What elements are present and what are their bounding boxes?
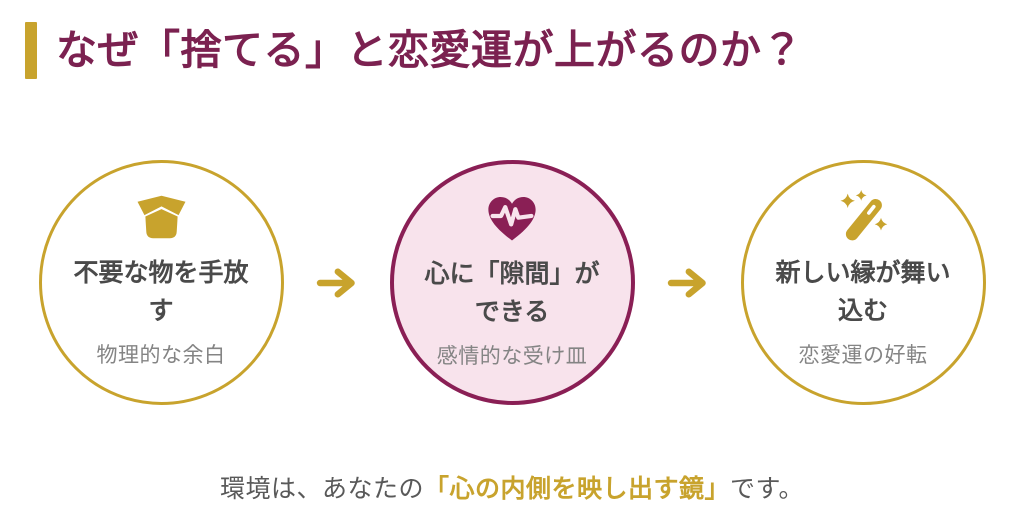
step-label: 心に「隙間」が できる <box>424 260 600 326</box>
header: なぜ「捨てる」と恋愛運が上がるのか？ <box>0 0 1024 79</box>
page-title: なぜ「捨てる」と恋愛運が上がるのか？ <box>56 26 803 73</box>
arrow-right-icon <box>315 266 359 300</box>
caption-prefix: 環境は、あなたの <box>219 475 424 503</box>
caption-highlight: 「心の内側を映し出す鏡」 <box>423 475 730 503</box>
caption: 環境は、あなたの「心の内側を映し出す鏡」です。 <box>0 469 1024 505</box>
step-circle-new-ties: 新しい縁が舞い 込む 恋愛運の好転 <box>740 160 986 405</box>
step-circle-release-items: 不要な物を手放 す 物理的な余白 <box>38 160 284 405</box>
step-sublabel: 感情的な受け皿 <box>436 345 588 368</box>
magic-wand-sparkles-icon <box>836 190 890 243</box>
step-sublabel: 恋愛運の好転 <box>798 344 928 367</box>
step-circle-heart-space: 心に「隙間」が できる 感情的な受け皿 <box>389 160 635 405</box>
box-open-icon <box>132 191 191 243</box>
step-label: 新しい縁が舞い 込む <box>775 259 951 325</box>
heart-pulse-icon <box>485 192 539 244</box>
title-accent-bar <box>25 22 37 79</box>
arrow-right-icon <box>666 266 710 300</box>
process-flow: 不要な物を手放 す 物理的な余白 心に「隙間」が できる 感情的な受け皿 <box>0 160 1024 405</box>
step-label: 不要な物を手放 す <box>73 259 249 325</box>
step-sublabel: 物理的な余白 <box>96 344 226 367</box>
caption-suffix: です。 <box>730 475 805 503</box>
